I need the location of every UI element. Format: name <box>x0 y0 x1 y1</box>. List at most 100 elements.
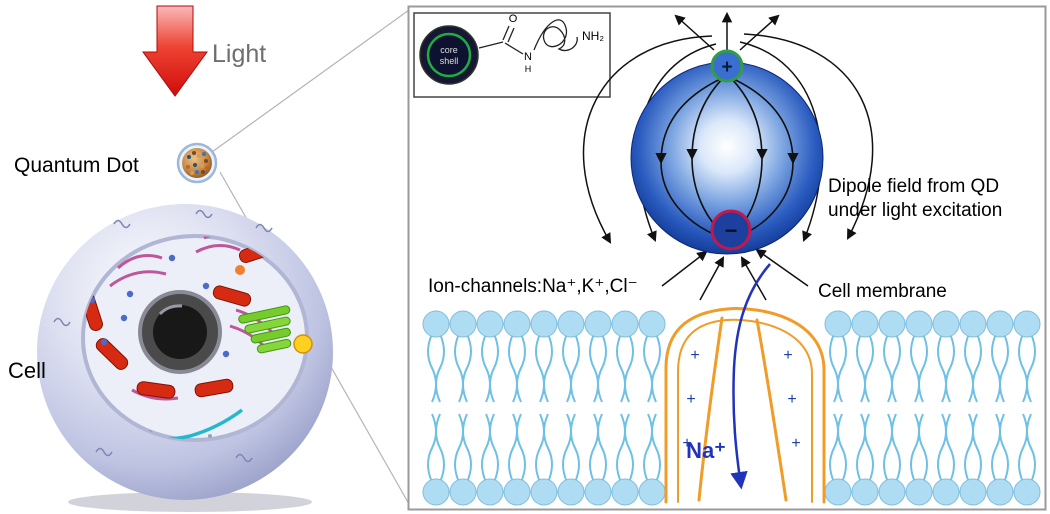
lipid-tail <box>651 333 661 403</box>
lipid-head <box>1013 310 1041 338</box>
lipid-tail <box>489 333 499 403</box>
dipole-caption-line2: under light excitation <box>828 200 1002 221</box>
qd-core-label: core <box>440 45 458 55</box>
lipid-tail <box>589 413 599 483</box>
lipid-tail <box>1026 413 1036 483</box>
lipid-head <box>1013 478 1041 506</box>
lipid-tail <box>937 333 947 403</box>
nucleus <box>138 290 222 374</box>
yellow-vesicle <box>293 334 313 354</box>
cell-label: Cell <box>8 358 46 383</box>
endoplasmic-reticulum <box>109 236 274 401</box>
lipid-tail <box>651 413 661 483</box>
quantum-dot-label: Quantum Dot <box>14 154 139 177</box>
lipid-head <box>503 310 531 338</box>
lipid-tail <box>1018 413 1028 483</box>
lipid-head <box>824 310 852 338</box>
ion-channel <box>664 307 826 504</box>
lipid-head <box>530 478 558 506</box>
quantum-dot-speckles <box>186 151 209 175</box>
lipid-head <box>878 310 906 338</box>
lipid-tail <box>837 413 847 483</box>
channel-plus: + <box>682 435 691 452</box>
lipid-tail <box>964 413 974 483</box>
lipid-head <box>638 478 666 506</box>
lipid-head <box>611 478 639 506</box>
lipid-tail <box>570 333 580 403</box>
channel-charge-symbols: + + + + + + <box>682 347 800 452</box>
ion-channel-outer-wall <box>664 307 826 504</box>
ligand-bonds <box>478 19 578 55</box>
lipid-tail <box>489 413 499 483</box>
lipid-tail <box>462 333 472 403</box>
cell-organelles <box>83 236 292 440</box>
lipid-head <box>530 310 558 338</box>
lipid-tail <box>918 333 928 403</box>
na-ion-label: Na⁺ <box>686 438 726 463</box>
cell-shadow <box>68 492 312 512</box>
lipid-tail <box>643 413 653 483</box>
lipid-tail <box>454 333 464 403</box>
lipid-head <box>905 310 933 338</box>
lipid-tail <box>829 413 839 483</box>
cell-membrane-label: Cell membrane <box>818 281 947 302</box>
lipid-tail <box>972 333 982 403</box>
ion-channels-label: Ion-channels:Na⁺,K⁺,Cl⁻ <box>428 276 638 297</box>
cell-illustration <box>37 204 333 512</box>
qd-core-circle <box>426 32 472 78</box>
light-label: Light <box>212 40 266 68</box>
lipid-tail <box>891 413 901 483</box>
channel-plus: + <box>787 391 796 408</box>
lipid-tail <box>516 333 526 403</box>
lipid-head <box>905 478 933 506</box>
lipid-tail <box>999 333 1009 403</box>
lipid-tail <box>937 413 947 483</box>
ion-channel-pore-left <box>697 316 724 502</box>
lipid-tail <box>945 413 955 483</box>
lipid-tail <box>624 413 634 483</box>
positive-pole-symbol: + <box>721 57 732 78</box>
negative-pole-circle <box>710 209 752 251</box>
lipid-tail <box>643 333 653 403</box>
lipid-tail <box>562 413 572 483</box>
lipid-head <box>557 478 585 506</box>
lipid-tail <box>883 413 893 483</box>
channel-plus: + <box>791 435 800 452</box>
light-arrow <box>142 5 208 97</box>
lipid-tail <box>508 413 518 483</box>
lipid-head <box>476 310 504 338</box>
channel-plus: + <box>686 391 695 408</box>
nh2-group-label: NH₂ <box>582 29 604 43</box>
lipid-tail <box>624 333 634 403</box>
lipid-tail <box>891 333 901 403</box>
lipid-tail <box>991 413 1001 483</box>
ion-channel-pore-right <box>755 318 788 502</box>
lipid-head <box>986 478 1014 506</box>
lipid-tail <box>435 333 445 403</box>
lipid-head <box>638 310 666 338</box>
lipid-head <box>449 310 477 338</box>
lipid-tail <box>972 413 982 483</box>
lipid-tail <box>570 413 580 483</box>
lipid-head <box>422 310 450 338</box>
lipid-head <box>959 478 987 506</box>
lipid-tail <box>856 413 866 483</box>
lipid-tail <box>435 413 445 483</box>
lipid-tail <box>910 333 920 403</box>
oxygen-atom-label: O <box>509 13 518 25</box>
lipid-tail <box>535 333 545 403</box>
lipid-head <box>932 478 960 506</box>
channel-plus: + <box>783 347 792 364</box>
lipid-tail <box>964 333 974 403</box>
lipid-tail <box>616 413 626 483</box>
lipid-head <box>986 310 1014 338</box>
lipid-tail <box>562 333 572 403</box>
ball-meridian-field-lines <box>655 73 799 241</box>
lipid-tail <box>616 333 626 403</box>
lipid-tail <box>597 413 607 483</box>
golgi-apparatus <box>238 305 292 354</box>
channel-plus: + <box>690 347 699 364</box>
lipid-tail <box>1018 333 1028 403</box>
